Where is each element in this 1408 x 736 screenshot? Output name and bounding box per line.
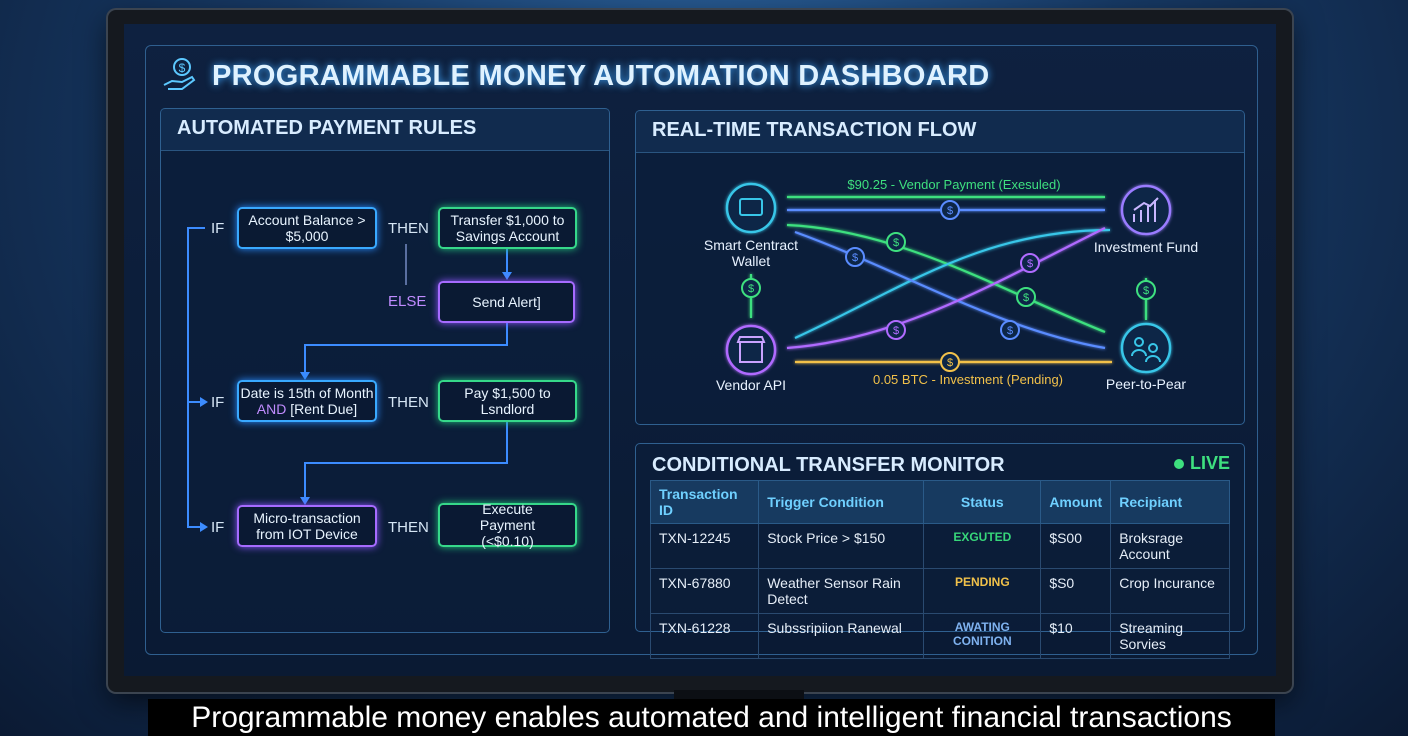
cell-id: TXN-61228 bbox=[649, 613, 760, 659]
cell-recipient: Streaming Sorvies bbox=[1110, 613, 1230, 659]
panel-title: CONDITIONAL TRANSFER MONITOR bbox=[652, 454, 1005, 476]
cell-trigger: Weather Sensor Rain Detect bbox=[758, 568, 925, 614]
coin-icon: $ bbox=[741, 278, 761, 298]
caption: Programmable money enables automated and… bbox=[148, 699, 1275, 736]
if-label: IF bbox=[211, 220, 225, 237]
coin-icon: $ bbox=[1016, 287, 1036, 307]
cell-recipient: Broksrage Account bbox=[1110, 523, 1230, 569]
column-header: Transaction ID bbox=[649, 480, 760, 524]
live-indicator: LIVE bbox=[1173, 453, 1230, 474]
panel-title: REAL-TIME TRANSACTION FLOW bbox=[652, 119, 977, 141]
rule3-action[interactable]: Execute Payment (<$0.10) bbox=[438, 501, 577, 549]
coin-icon: $ bbox=[845, 247, 865, 267]
node-label: Investment Fund bbox=[1094, 239, 1198, 255]
flow-line bbox=[794, 230, 1106, 350]
else-label: ELSE bbox=[388, 293, 427, 310]
svg-text:$: $ bbox=[852, 252, 858, 264]
node-vendor[interactable] bbox=[725, 324, 777, 376]
column-header: Trigger Condition bbox=[758, 480, 925, 524]
coin-icon: $ bbox=[1020, 253, 1040, 273]
svg-text:$: $ bbox=[1027, 258, 1033, 270]
node-label: Peer-to-Pear bbox=[1106, 376, 1186, 392]
svg-text:$: $ bbox=[748, 283, 754, 295]
cell-recipient: Crop Incurance bbox=[1110, 568, 1230, 614]
svg-text:$: $ bbox=[1007, 325, 1013, 337]
node-peer[interactable] bbox=[1120, 322, 1172, 374]
live-dot-icon bbox=[1173, 459, 1184, 469]
column-header: Status bbox=[923, 480, 1042, 524]
page-title: PROGRAMMABLE MONEY AUTOMATION DASHBOARD bbox=[212, 60, 990, 92]
cell-amount: $10 bbox=[1040, 613, 1112, 659]
cell-trigger: Stock Price > $150 bbox=[758, 523, 925, 569]
coin-icon: $ bbox=[1000, 320, 1020, 340]
node-label: Smart Centract bbox=[704, 237, 798, 253]
node-investment[interactable] bbox=[1120, 184, 1172, 236]
coin-icon: $ bbox=[940, 200, 960, 220]
svg-text:$: $ bbox=[179, 61, 186, 75]
flow-line bbox=[786, 223, 1106, 334]
storefront-icon bbox=[736, 336, 766, 363]
node-label: Wallet bbox=[732, 253, 770, 269]
flow-line bbox=[786, 227, 1106, 350]
flow-bottom-label: 0.05 BTC - Investment (Pending) bbox=[873, 372, 1063, 387]
coin-icon: $ bbox=[940, 352, 960, 372]
node-wallet[interactable] bbox=[725, 182, 777, 234]
node-label: Vendor API bbox=[716, 377, 786, 393]
coin-icon: $ bbox=[886, 320, 906, 340]
cell-trigger: Subssripiion Ranewal bbox=[758, 613, 925, 659]
then-label: THEN bbox=[388, 394, 429, 411]
column-header: Amount bbox=[1040, 480, 1112, 524]
svg-text:$: $ bbox=[947, 205, 953, 217]
users-icon bbox=[1131, 337, 1161, 363]
then-label: THEN bbox=[388, 519, 429, 536]
panel-title: AUTOMATED PAYMENT RULES bbox=[177, 117, 477, 139]
flow-top-label: $90.25 - Vendor Payment (Exesuled) bbox=[847, 177, 1060, 192]
cell-id: TXN-12245 bbox=[649, 523, 760, 569]
hand-coin-icon: $ bbox=[163, 58, 196, 90]
rule3-condition[interactable]: Micro-transaction from IOT Device bbox=[237, 505, 377, 547]
if-label: IF bbox=[211, 519, 225, 536]
if-label: IF bbox=[211, 394, 225, 411]
column-header: Recipiant bbox=[1110, 480, 1230, 524]
rule2-action[interactable]: Pay $1,500 to Lsndlord bbox=[438, 380, 577, 422]
svg-text:$: $ bbox=[1023, 292, 1029, 304]
coin-icon: $ bbox=[1136, 280, 1156, 300]
svg-text:$: $ bbox=[947, 357, 953, 369]
cell-id: TXN-67880 bbox=[649, 568, 760, 614]
rule1-condition[interactable]: Account Balance > $5,000 bbox=[237, 207, 377, 249]
then-label: THEN bbox=[388, 220, 429, 237]
cell-status: EXGUTED bbox=[923, 523, 1042, 569]
coin-icon: $ bbox=[886, 232, 906, 252]
rule1-else-action[interactable]: Send Alert] bbox=[438, 281, 575, 323]
rule1-action[interactable]: Transfer $1,000 to Savings Account bbox=[438, 207, 577, 249]
svg-text:$: $ bbox=[1143, 285, 1149, 297]
svg-text:$: $ bbox=[893, 237, 899, 249]
chart-growth-icon bbox=[1133, 197, 1159, 222]
flow-line bbox=[794, 228, 1111, 340]
cell-amount: $S0 bbox=[1040, 568, 1112, 614]
cell-status: PENDING bbox=[923, 568, 1042, 614]
cell-amount: $S00 bbox=[1040, 523, 1112, 569]
svg-text:$: $ bbox=[893, 325, 899, 337]
wallet-icon bbox=[739, 198, 763, 216]
cell-status: AWATING CONITION bbox=[923, 613, 1042, 659]
